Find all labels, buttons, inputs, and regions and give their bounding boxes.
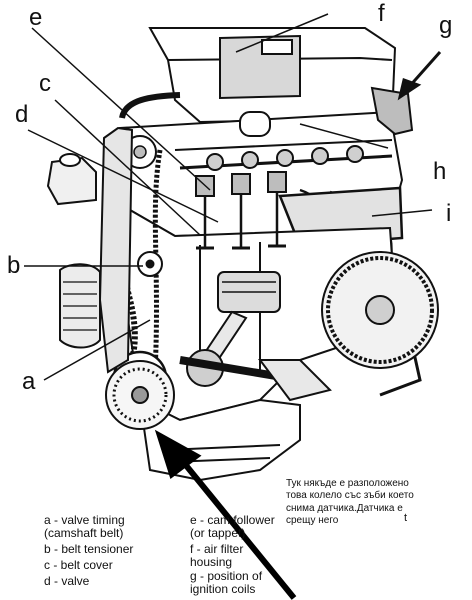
legend-item-g: g - position of ignition coils [190,569,263,596]
callout-a: a [22,368,36,395]
callout-h: h [433,158,447,185]
g-arrow [397,51,442,101]
valve-train [195,171,287,250]
legend-item-c: c - belt cover [44,558,113,572]
flywheel [321,251,439,369]
callout-d: d [15,101,29,128]
belt-cover [46,126,134,374]
crank-pulley [105,360,175,430]
callout-i: i [446,200,452,227]
legend-item-e: e - cam follower (or tappet) [190,513,275,540]
callout-b: b [7,252,21,279]
legend-item-b: b - belt tensioner [44,542,134,556]
legend-item-f: f - air filter housing [190,542,244,569]
legend-item-d: d - valve [44,574,90,588]
annotation-note: Тук някъде е разположено това колело със… [286,478,414,527]
stray-character: t [404,512,408,524]
callout-e: e [29,4,43,31]
legend-item-a: a - valve timing (camshaft belt) [44,513,125,540]
callout-g: g [439,12,453,39]
callout-c: c [39,70,51,97]
crank-assembly [179,310,422,402]
air-filter-housing [119,27,397,124]
callout-f: f [378,0,385,27]
leader-lines [24,13,433,381]
annotation-arrow [154,429,297,600]
